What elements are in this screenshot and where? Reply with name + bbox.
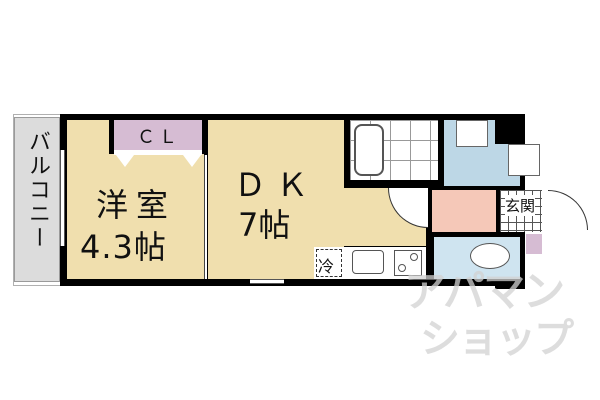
entrance-door bbox=[548, 190, 588, 230]
washing-machine-space bbox=[508, 144, 540, 176]
room-divider bbox=[204, 155, 207, 279]
closet-wall-left bbox=[109, 120, 114, 154]
watermark-line2: ショップ bbox=[420, 316, 574, 362]
bathtub-icon bbox=[354, 124, 384, 176]
burner-icon bbox=[410, 253, 418, 261]
closet-label: ＣＬ bbox=[137, 127, 181, 148]
closet-wall-right bbox=[202, 120, 207, 154]
closet-door bbox=[114, 150, 202, 155]
bottom-window bbox=[250, 279, 284, 284]
burner-icon bbox=[398, 264, 406, 272]
sink-icon bbox=[352, 250, 384, 274]
hallway bbox=[432, 190, 496, 232]
shoe-cabinet bbox=[526, 234, 542, 254]
toilet-icon bbox=[470, 243, 510, 269]
dk-name: ＤＫ bbox=[234, 166, 319, 204]
refrigerator-space bbox=[316, 249, 342, 277]
western-room-name: 洋室 bbox=[96, 186, 177, 224]
western-room-size: 4.3帖 bbox=[80, 228, 167, 266]
dk-size: 7帖 bbox=[238, 206, 291, 244]
entrance-label: 玄関 bbox=[505, 195, 536, 216]
watermark-line1: アパマン bbox=[404, 267, 565, 316]
closet-door-triangle-left bbox=[116, 155, 134, 167]
balcony-label: バルコニー bbox=[25, 130, 50, 250]
closet-door-triangle-right bbox=[183, 155, 201, 167]
washbasin-icon bbox=[456, 120, 488, 147]
refrigerator-label: 冷 bbox=[318, 257, 335, 276]
balcony bbox=[14, 117, 60, 282]
balcony-window bbox=[60, 150, 65, 246]
closet bbox=[114, 120, 202, 150]
